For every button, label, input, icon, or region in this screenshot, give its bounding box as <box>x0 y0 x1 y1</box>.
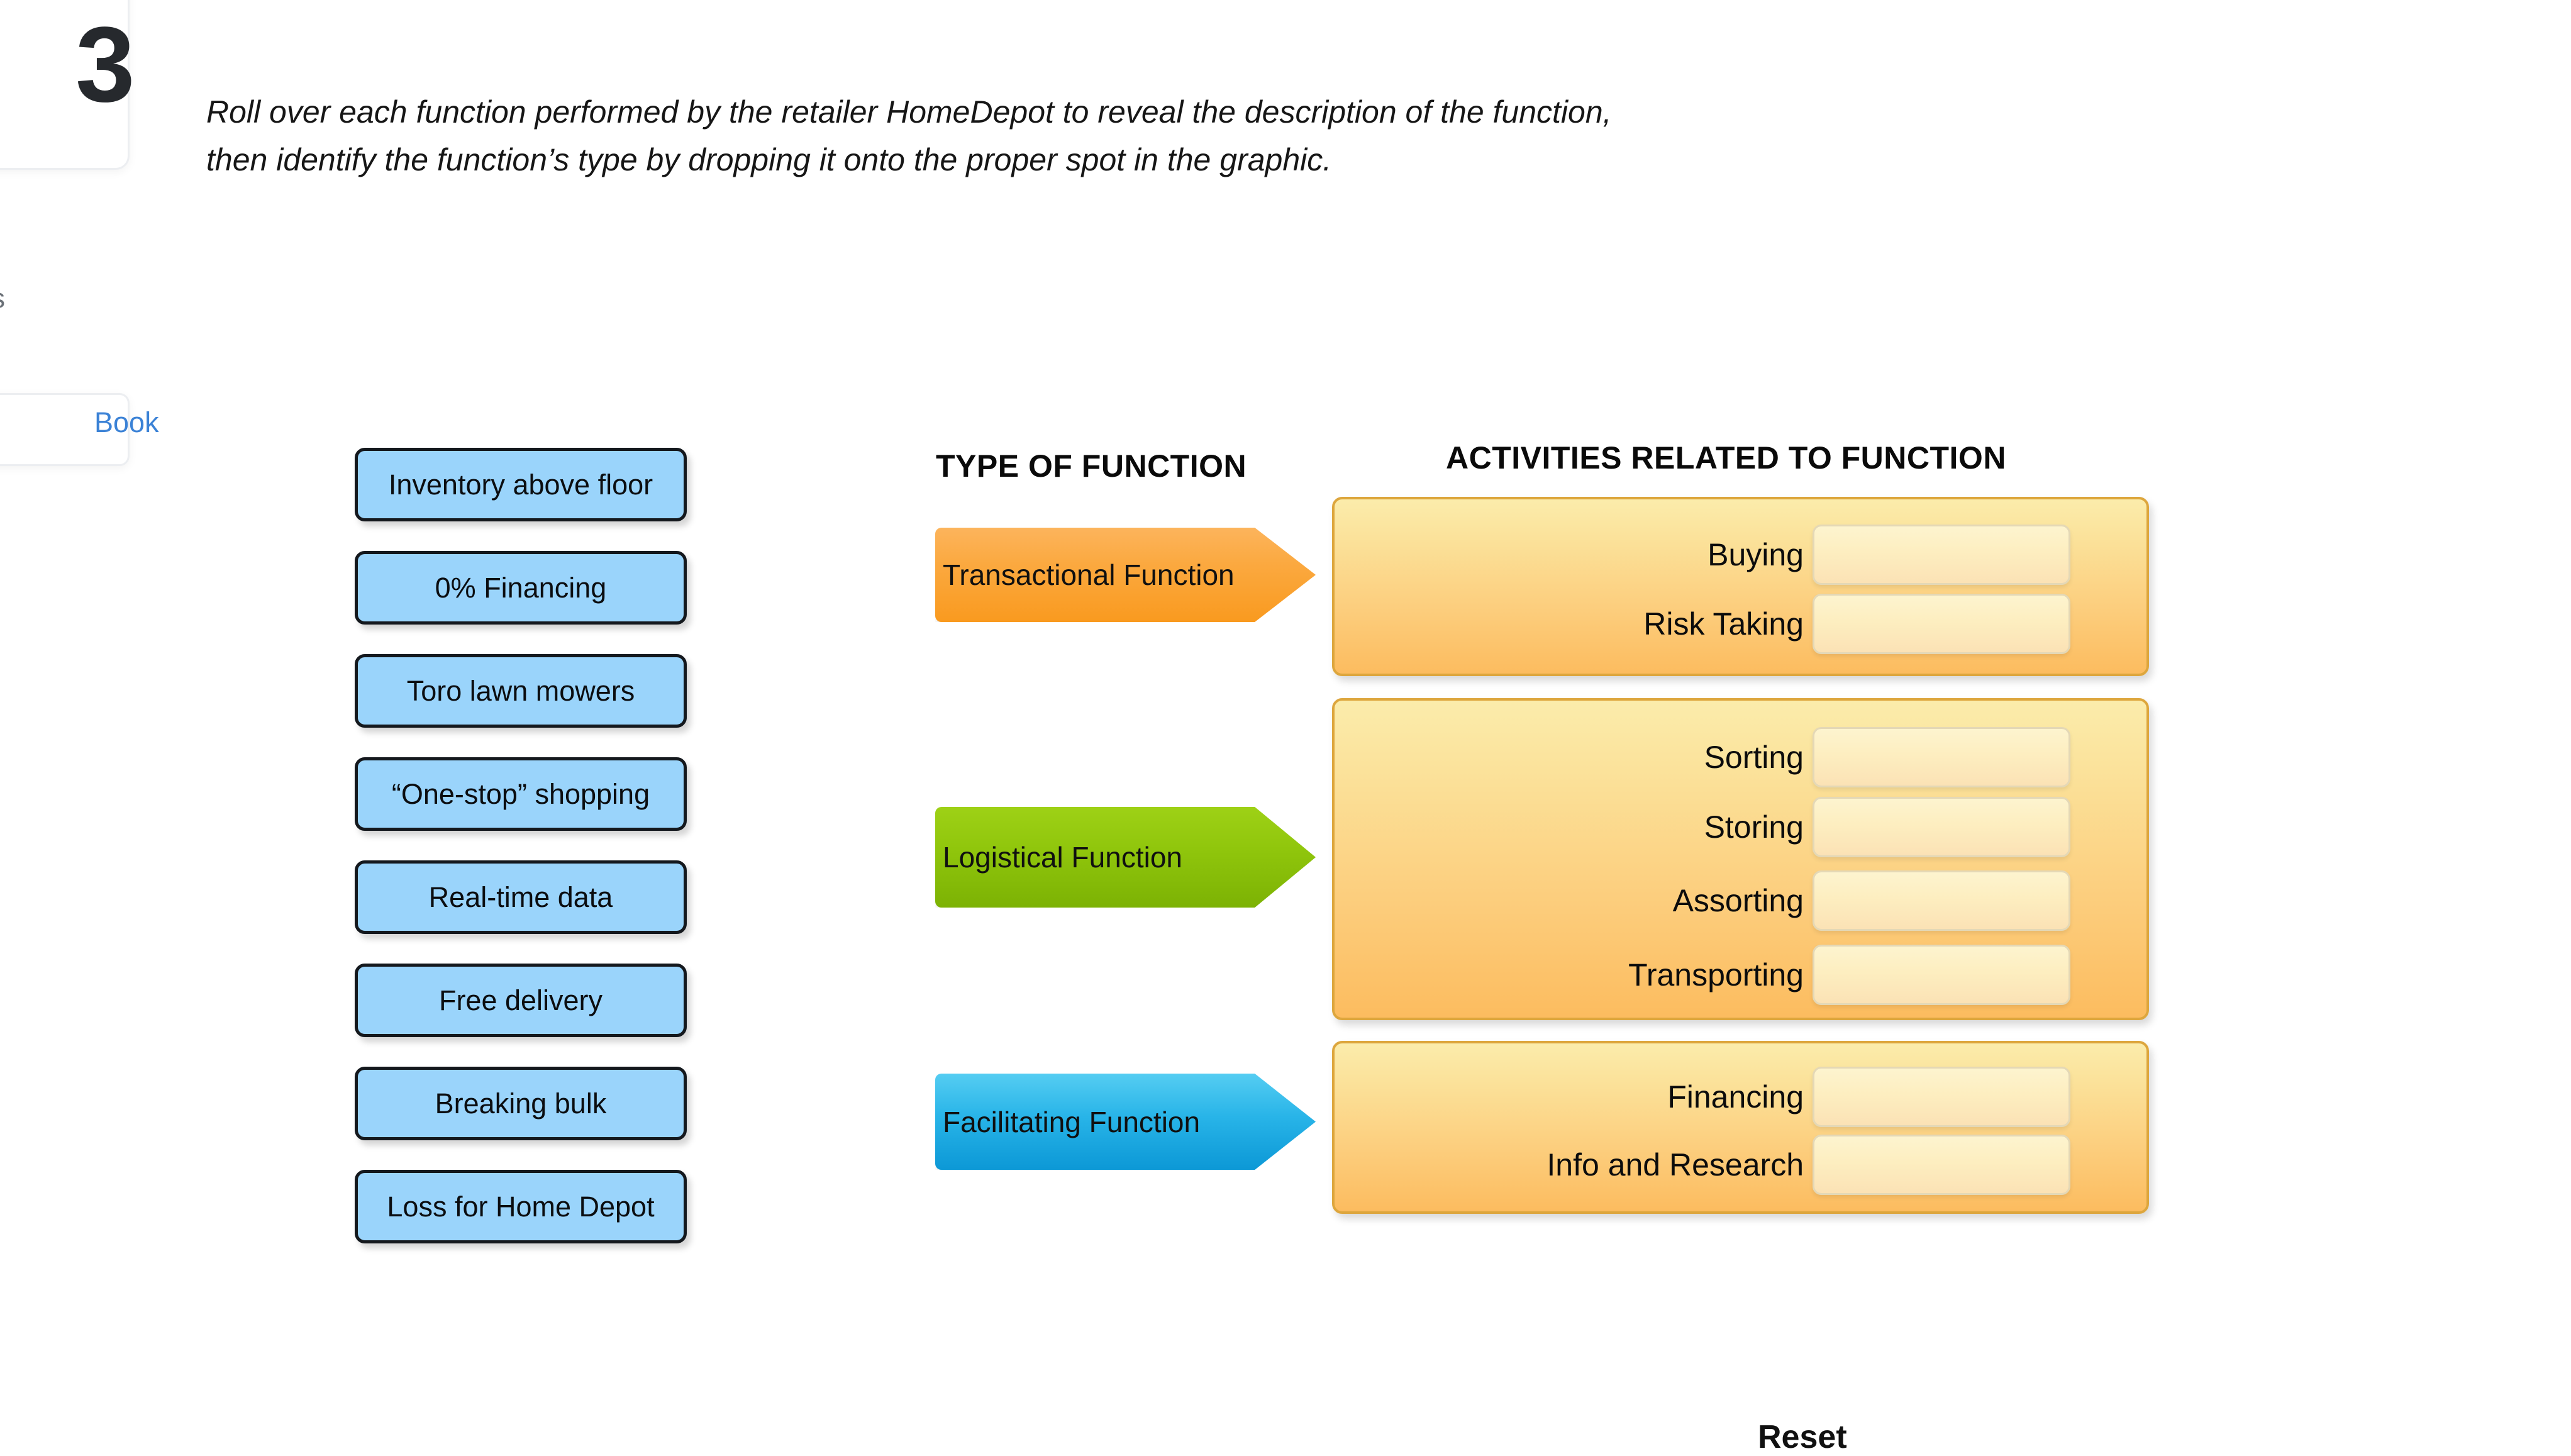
activity-label: Risk Taking <box>1643 606 1804 642</box>
drop-zone[interactable] <box>1813 870 2070 931</box>
tile-label: Free delivery <box>438 984 603 1016</box>
drop-zone[interactable] <box>1813 594 2070 654</box>
tile-label: Breaking bulk <box>435 1087 607 1120</box>
book-link-card[interactable] <box>0 393 130 466</box>
activity-label: Financing <box>1667 1079 1804 1114</box>
arrow-label: Transactional Function <box>943 559 1235 591</box>
activity-label: Info and Research <box>1546 1147 1804 1182</box>
drop-zone[interactable] <box>1813 525 2070 585</box>
tile-label: 0% Financing <box>435 571 607 604</box>
activity-label: Buying <box>1708 537 1804 572</box>
drop-zone[interactable] <box>1813 945 2070 1005</box>
book-link-label[interactable]: Book <box>94 406 159 438</box>
draggable-tile[interactable]: Loss for Home Depot <box>355 1170 687 1243</box>
drop-zone[interactable] <box>1813 727 2070 787</box>
column-header-type-of-function: TYPE OF FUNCTION <box>936 448 1247 484</box>
arrow-label: Facilitating Function <box>943 1105 1201 1138</box>
panel-logistical-activities: Sorting Storing Assorting Transporting <box>1332 698 2149 1020</box>
draggable-tile[interactable]: Inventory above floor <box>355 448 687 521</box>
tile-label: Real-time data <box>428 881 613 913</box>
tile-label: Toro lawn mowers <box>406 674 635 707</box>
activity-label: Storing <box>1704 809 1804 845</box>
instructions-text: Roll over each function performed by the… <box>206 88 1967 184</box>
arrow-label: Logistical Function <box>943 841 1182 874</box>
drop-zone[interactable] <box>1813 1135 2070 1195</box>
instructions-line-1: Roll over each function performed by the… <box>206 94 1612 130</box>
panel-facilitating-activities: Financing Info and Research <box>1332 1041 2149 1214</box>
question-number: 3 <box>75 5 135 125</box>
draggable-tile[interactable]: Free delivery <box>355 964 687 1037</box>
sidebar-text-fragment: s <box>0 283 5 314</box>
arrow-facilitating-function: Facilitating Function <box>935 1074 1316 1170</box>
activity-label: Transporting <box>1628 957 1804 992</box>
drop-zone[interactable] <box>1813 797 2070 857</box>
draggable-tile[interactable]: “One-stop” shopping <box>355 757 687 831</box>
arrow-logistical-function: Logistical Function <box>935 807 1316 908</box>
tile-label: Inventory above floor <box>388 468 653 501</box>
activity-label: Assorting <box>1672 883 1804 918</box>
question-number-card <box>0 0 130 170</box>
instructions-line-2: then identify the function’s type by dro… <box>206 142 1332 177</box>
activity-label: Sorting <box>1704 740 1804 775</box>
draggable-tile[interactable]: Toro lawn mowers <box>355 654 687 728</box>
tile-label: Loss for Home Depot <box>387 1190 655 1223</box>
column-header-activities: ACTIVITIES RELATED TO FUNCTION <box>1446 440 2006 475</box>
drop-zone[interactable] <box>1813 1067 2070 1127</box>
draggable-tile-stack: Inventory above floor 0% Financing Toro … <box>355 448 694 1273</box>
draggable-tile[interactable]: 0% Financing <box>355 551 687 625</box>
arrow-transactional-function: Transactional Function <box>935 528 1316 622</box>
draggable-tile[interactable]: Real-time data <box>355 860 687 934</box>
draggable-tile[interactable]: Breaking bulk <box>355 1067 687 1140</box>
reset-button[interactable]: Reset <box>1758 1419 1847 1455</box>
panel-transactional-activities: Buying Risk Taking <box>1332 497 2149 676</box>
tile-label: “One-stop” shopping <box>391 777 650 810</box>
